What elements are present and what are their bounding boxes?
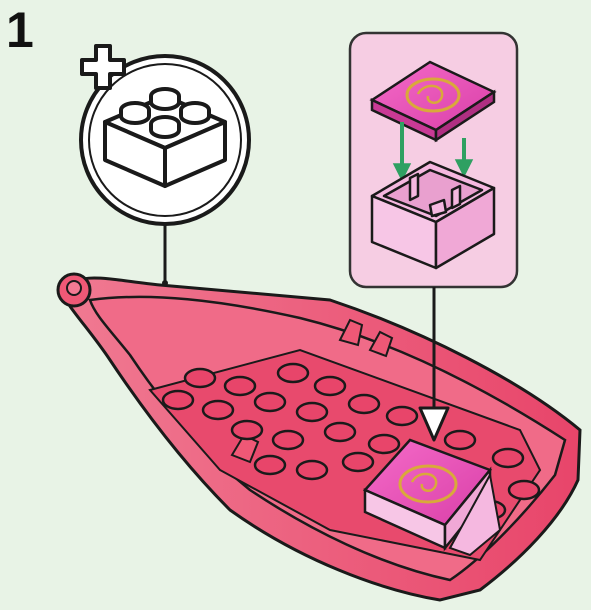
tile-piece	[369, 60, 497, 143]
green-arrows	[392, 122, 474, 182]
boat-hull	[56, 272, 582, 602]
step-number: 1	[6, 2, 34, 58]
brick-2x2-icon	[103, 87, 227, 188]
boat-studs	[161, 362, 541, 521]
plus-icon	[80, 44, 126, 90]
pink-brick-piece	[370, 160, 496, 270]
placement-arrow	[418, 287, 450, 442]
placed-tile	[362, 438, 502, 557]
